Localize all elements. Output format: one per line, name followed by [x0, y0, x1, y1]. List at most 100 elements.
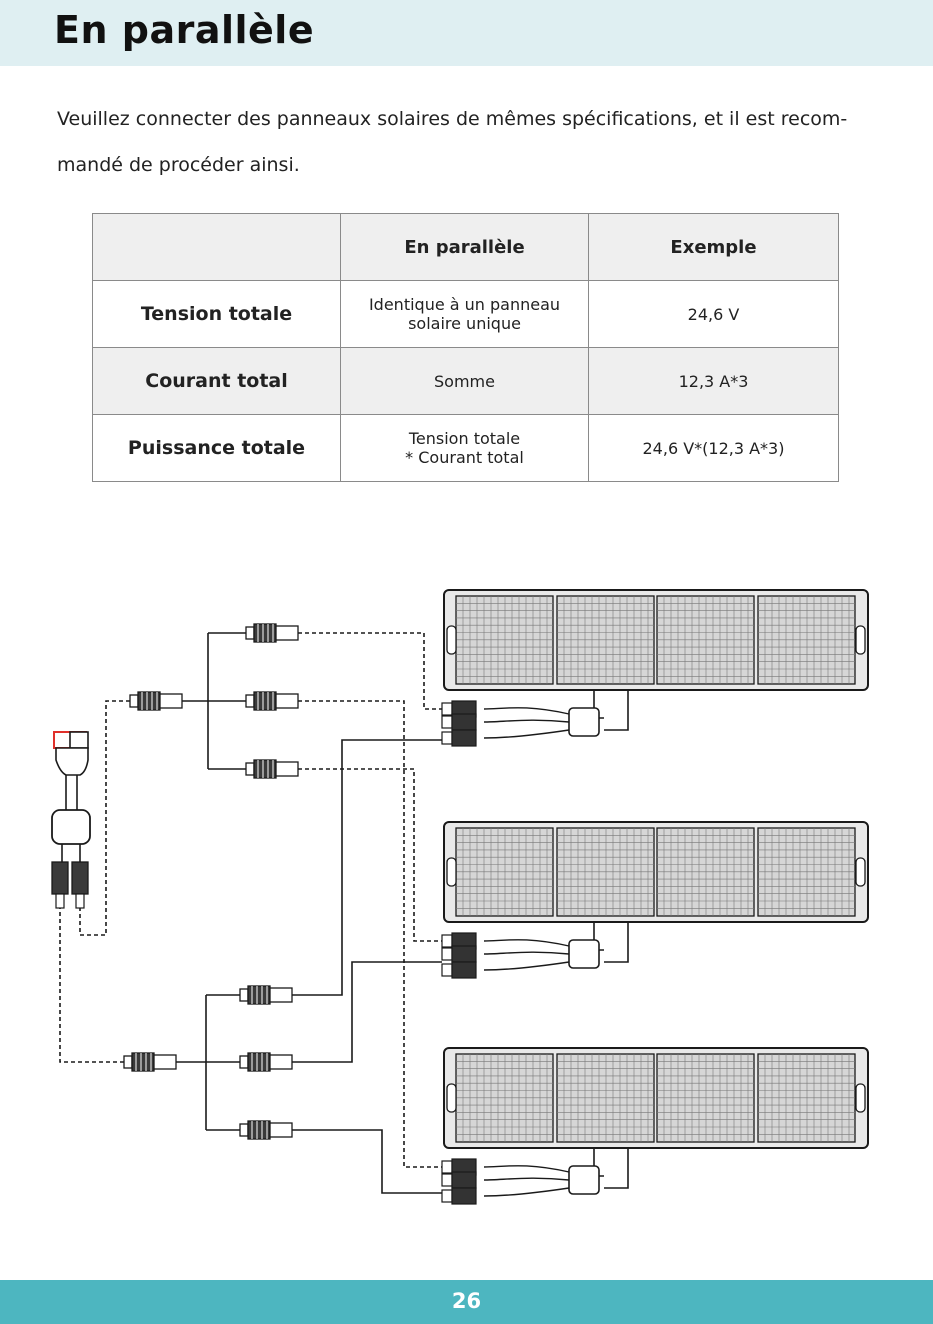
adapter-mc4-left [51, 861, 69, 895]
output-cable [483, 961, 570, 971]
cell-tension-example: 24,6 V [588, 280, 839, 348]
dashed-wire [298, 768, 442, 942]
connector-nut [269, 1122, 293, 1138]
panel-output-2 [483, 922, 629, 971]
plug-connector [441, 1158, 477, 1176]
plug-tip [441, 947, 453, 961]
table-corner-cell [92, 213, 341, 281]
cell-line: solaire unique [408, 314, 521, 333]
output-wire [604, 690, 629, 731]
output-cable [483, 719, 570, 723]
plug-connector [441, 729, 477, 747]
output-cable [483, 951, 570, 955]
mc4-connector-lower [239, 1052, 293, 1072]
row-label-courant: Courant total [92, 347, 341, 415]
solid-wire [292, 961, 442, 1063]
plug-body [451, 1171, 477, 1189]
connector-tip [123, 1055, 133, 1069]
panel-cell-block [656, 1053, 755, 1143]
plug-connector [441, 1171, 477, 1189]
plug-tip [441, 934, 453, 948]
plug-connector [441, 1187, 477, 1205]
solid-wire [292, 1129, 442, 1194]
adapter-mc4-tip [75, 893, 85, 909]
connector-nut [269, 1054, 293, 1070]
connector-tip [239, 988, 249, 1002]
panel-handle-right [855, 857, 866, 887]
panel-cell-block [757, 827, 856, 917]
panel-cell-block [556, 827, 655, 917]
panel-output-1 [483, 690, 629, 739]
mc4-connector-upper [245, 623, 299, 643]
table-row: Puissance totale Tension totale * Couran… [92, 414, 839, 482]
plug-connector [441, 713, 477, 731]
mc4-connector-lower [239, 1120, 293, 1140]
plug-tip [441, 731, 453, 745]
connector-tip [239, 1055, 249, 1069]
cell-line: Tension totale [408, 429, 521, 448]
connector-nut [275, 625, 299, 641]
row-label-tension: Tension totale [92, 280, 341, 348]
plug-body [451, 713, 477, 731]
panel-output-3 [483, 1148, 629, 1197]
panel-cell-block [656, 827, 755, 917]
connector-tip [245, 694, 255, 708]
panel-handle-left [446, 857, 457, 887]
output-cable [483, 729, 570, 739]
output-wire [604, 1148, 629, 1189]
cell-line: * Courant total [405, 448, 524, 467]
table-header-row: En parallèle Exemple [92, 213, 839, 281]
panel-handle-left [446, 625, 457, 655]
solar-panel-2 [443, 821, 869, 923]
parallel-wiring-diagram [51, 589, 869, 1205]
output-cable [483, 1177, 570, 1181]
cell-courant-parallel: Somme [340, 347, 589, 415]
mc4-connector-lower [239, 985, 293, 1005]
adapter-mc4-tip [55, 893, 65, 909]
splitter-box [568, 939, 600, 969]
mc4-connector-lower-main [123, 1052, 177, 1072]
footer-band [0, 1280, 933, 1324]
connector-tip [245, 762, 255, 776]
plug-body [451, 729, 477, 747]
page-number: 26 [451, 1289, 482, 1313]
solar-panel-1 [443, 589, 869, 691]
panel-handle-right [855, 1083, 866, 1113]
panel-handle-left [446, 1083, 457, 1113]
adapter-y-splitter [51, 809, 91, 845]
mc4-connector-upper [245, 759, 299, 779]
dashed-wire [298, 632, 442, 710]
panel-cell-block [455, 827, 554, 917]
cell-line: Somme [434, 371, 495, 391]
cell-puissance-example: 24,6 V*(12,3 A*3) [588, 414, 839, 482]
table-row: Tension totale Identique à un panneau so… [92, 280, 839, 348]
plug-tip [441, 1160, 453, 1174]
column-header-example: Exemple [588, 213, 839, 281]
header-band [0, 0, 933, 66]
panel-handle-right [855, 625, 866, 655]
plug-connector [441, 945, 477, 963]
output-cable [483, 1165, 570, 1173]
panel-cell-block [656, 595, 755, 685]
plug-body [451, 945, 477, 963]
splitter-box [568, 1165, 600, 1195]
adapter-plug-housing [55, 747, 89, 776]
dashed-wire [79, 700, 130, 936]
intro-line-1: Veuillez connecter des panneaux solaires… [57, 108, 848, 130]
output-wire [604, 922, 629, 963]
plug-connector [441, 961, 477, 979]
intro-line-2: mandé de procéder ainsi. [57, 154, 300, 176]
output-cable [483, 1187, 570, 1197]
connector-nut [275, 693, 299, 709]
panel-cell-block [556, 595, 655, 685]
panel-cell-block [455, 595, 554, 685]
plug-body [451, 1187, 477, 1205]
output-cable [483, 707, 570, 715]
plug-body [451, 961, 477, 979]
panel-cell-block [757, 595, 856, 685]
cell-tension-parallel: Identique à un panneau solaire unique [340, 280, 589, 348]
dashed-wire [59, 908, 124, 1063]
solid-wire [292, 739, 442, 996]
cell-line: Identique à un panneau [368, 295, 561, 314]
plug-tip [441, 702, 453, 716]
